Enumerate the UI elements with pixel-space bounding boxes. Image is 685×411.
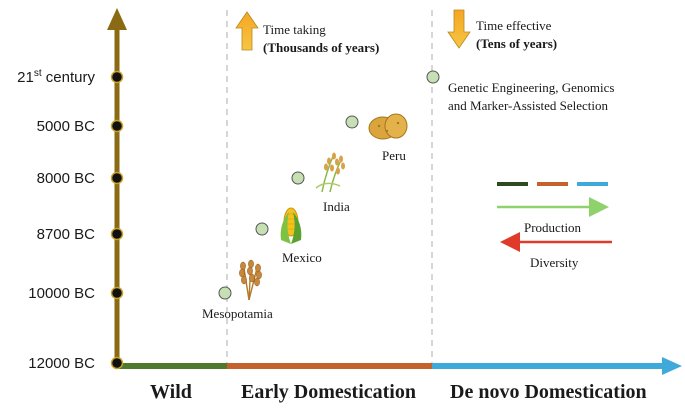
time-taking-note: Time taking (Thousands of years) <box>263 22 380 55</box>
tick-dot <box>110 70 124 84</box>
event-dot-peru <box>345 115 359 129</box>
era-label-denovo: De novo Domestication <box>450 381 647 403</box>
y-tick-5000bc: 5000 BC <box>36 118 95 135</box>
tick-dot <box>110 119 124 133</box>
arrow-up-icon <box>235 11 259 51</box>
event-dot-mesopotamia <box>218 286 232 300</box>
rice-icon <box>315 152 345 193</box>
event-dot-modern <box>426 70 440 84</box>
arrow-down-icon <box>447 9 471 49</box>
tick-dot <box>110 286 124 300</box>
y-tick-8700bc: 8700 BC <box>36 226 95 243</box>
modern-methods-label: Genetic Engineering, Genomics and Marker… <box>448 80 615 113</box>
time-effective-note: Time effective (Tens of years) <box>476 18 558 51</box>
era-label-early: Early Domestication <box>241 381 416 403</box>
production-label: Production <box>524 220 582 235</box>
diversity-label: Diversity <box>530 255 579 270</box>
y-tick-10000bc: 10000 BC <box>28 285 95 302</box>
potato-icon <box>368 113 408 140</box>
era-bar-arrowhead <box>662 357 682 375</box>
tick-dot <box>110 356 124 370</box>
site-label-mesopotamia: Mesopotamia <box>202 306 273 321</box>
site-label-india: India <box>323 199 350 214</box>
corn-icon <box>280 207 302 244</box>
tick-dot <box>110 171 124 185</box>
event-dot-mexico <box>255 222 269 236</box>
time-axis-arrowhead <box>107 8 127 30</box>
event-dot-india <box>291 171 305 185</box>
tick-dot <box>110 227 124 241</box>
y-tick-21st-century: 21st century <box>17 68 95 86</box>
wheat-icon <box>239 259 262 301</box>
era-label-wild: Wild <box>150 381 192 403</box>
y-tick-12000bc: 12000 BC <box>28 355 95 372</box>
site-label-mexico: Mexico <box>282 250 322 265</box>
y-tick-8000bc: 8000 BC <box>36 170 95 187</box>
site-label-peru: Peru <box>382 148 406 163</box>
